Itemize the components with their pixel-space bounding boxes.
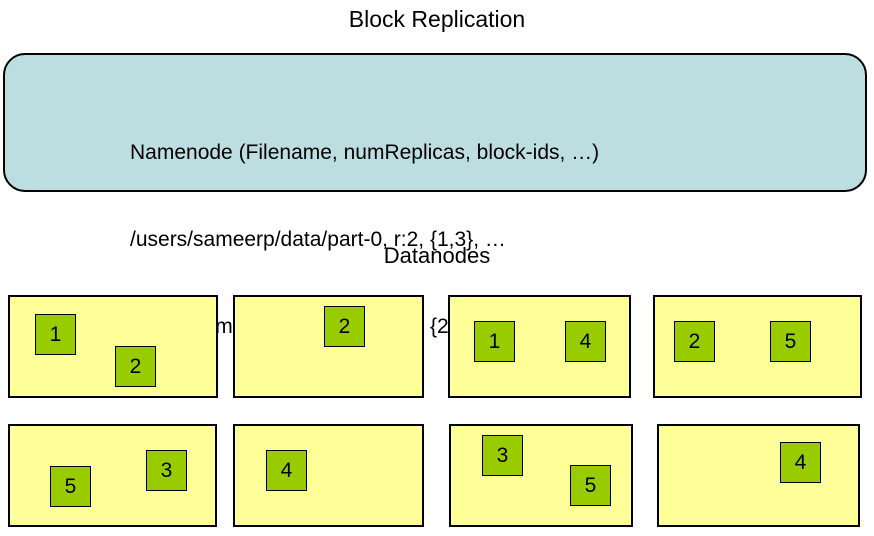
datanode-5-block-3: 3 bbox=[146, 450, 187, 491]
datanode-3-block-1: 1 bbox=[474, 321, 515, 362]
datanode-8: 4 bbox=[657, 424, 860, 527]
datanode-8-block-4: 4 bbox=[780, 442, 821, 483]
datanode-5-block-5: 5 bbox=[50, 466, 91, 507]
datanode-1-block-1: 1 bbox=[35, 314, 76, 355]
datanode-7-block-5: 5 bbox=[570, 465, 611, 506]
page-title: Block Replication bbox=[348, 6, 526, 32]
datanode-4-block-5: 5 bbox=[770, 321, 811, 362]
datanode-6: 4 bbox=[233, 424, 424, 527]
datanode-6-block-4: 4 bbox=[266, 450, 307, 491]
namenode-box: Namenode (Filename, numReplicas, block-i… bbox=[3, 53, 867, 338]
namenode-line-header: Namenode (Filename, numReplicas, block-i… bbox=[130, 141, 600, 164]
namenode-line-part0: /users/sameerp/data/part-0, r:2, {1,3}, … bbox=[130, 228, 506, 251]
datanodes-label: Datanodes bbox=[383, 243, 491, 268]
datanode-2-block-2: 2 bbox=[324, 306, 365, 347]
datanode-7-block-3: 3 bbox=[482, 435, 523, 476]
datanode-4-block-2: 2 bbox=[674, 321, 715, 362]
datanode-3-block-4: 4 bbox=[565, 321, 606, 362]
datanode-1-block-2: 2 bbox=[115, 346, 156, 387]
datanode-2: 2 bbox=[233, 295, 424, 398]
